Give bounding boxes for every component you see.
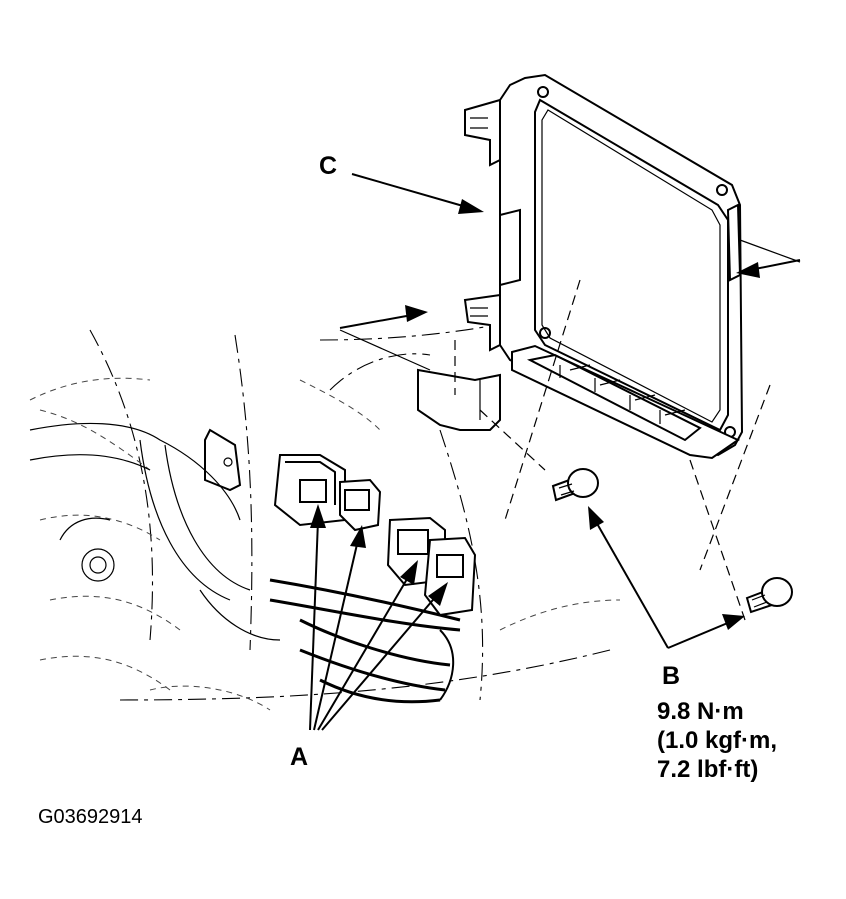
- torque-spec-line-1: 9.8 N·m: [657, 698, 744, 725]
- torque-spec-line-2: (1.0 kgf·m,: [657, 727, 778, 754]
- bolt-b-2: [745, 577, 793, 614]
- figure-code: G03692914: [38, 806, 143, 828]
- background-bodywork: [29, 299, 621, 711]
- label-c: C: [319, 152, 338, 180]
- ecm-bracket: [417, 340, 501, 431]
- bolt-b-1: [551, 468, 599, 502]
- connector-a-4: [423, 536, 477, 617]
- label-a: A: [290, 743, 309, 771]
- label-b: B: [662, 662, 681, 690]
- connector-a-2: [339, 478, 382, 532]
- connector-a-1: [273, 454, 346, 527]
- mounting-tab: [204, 428, 242, 492]
- ecm-unit: [463, 73, 771, 621]
- torque-spec-line-3: 7.2 lbf·ft): [657, 756, 759, 783]
- leader-lines: [309, 173, 801, 731]
- torque-spec: 9.8 N·m (1.0 kgf·m, 7.2 lbf·ft): [657, 697, 777, 784]
